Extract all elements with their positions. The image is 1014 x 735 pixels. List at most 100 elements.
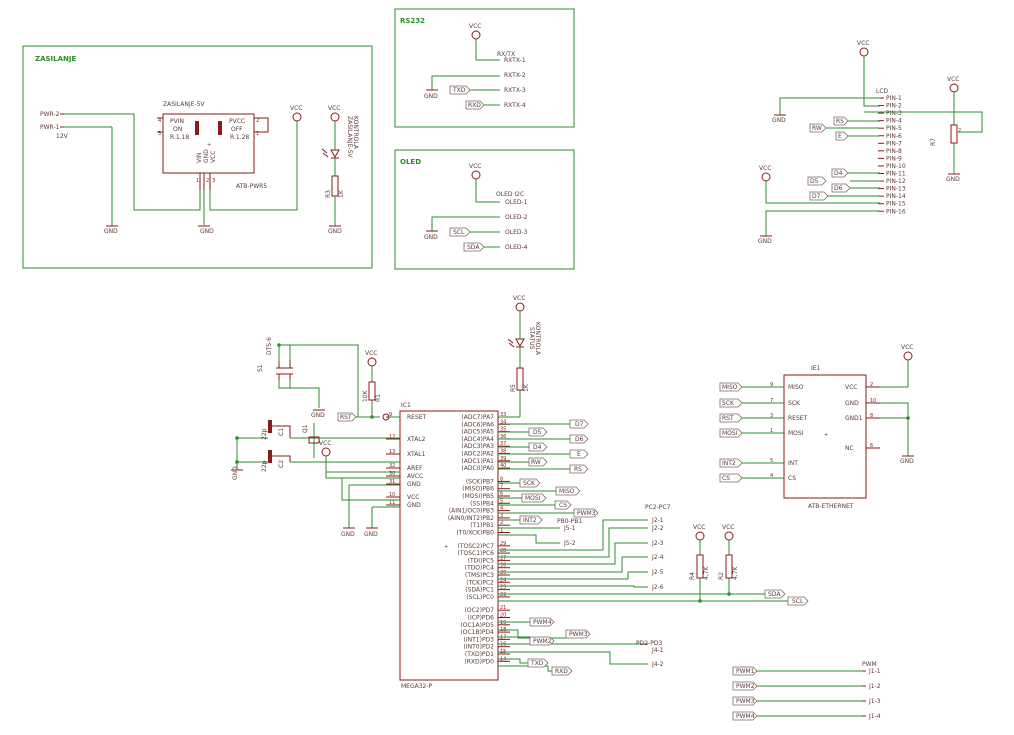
mcu-right-pin-number: 23 [500, 585, 506, 591]
mcu-left-pin-number: 32 [389, 463, 395, 469]
pd-group-label: PD2-PD3 [636, 640, 662, 647]
mcu-d4-flag: D4 [533, 444, 542, 451]
svg-text:GND: GND [946, 176, 960, 183]
lcd-pin-label: PIN-12 [886, 178, 906, 185]
mcu-right-pin-label: (MISO)PB6 [462, 486, 494, 493]
eth-net-flag-label: CS [722, 475, 730, 482]
mcu-right-pin-label: (OC1A)PD5 [460, 622, 494, 629]
c2-label: C2 [278, 460, 285, 468]
mcu-right-pin-label: (ADC3)PA3 [461, 443, 494, 450]
svg-text:GND: GND [232, 466, 239, 480]
mcu-left-pin-number: 13 [389, 449, 395, 455]
power-module [162, 113, 255, 174]
eth-left-pin-label: MISO [788, 384, 804, 391]
j2-1-label: J2-1 [651, 517, 664, 524]
svg-text:VCC: VCC [513, 295, 525, 302]
mcu-rxd-flag: RXD [555, 668, 568, 675]
eth-net-flag-label: MISO [722, 384, 738, 391]
mcu-rw-flag: RW [531, 459, 541, 466]
svg-text:VCC: VCC [857, 40, 869, 47]
eth-net-flag [719, 458, 743, 468]
power-frame [22, 45, 373, 269]
lcd-d6-flag: D6 [834, 185, 843, 192]
mcu-txd-flag: TXD [530, 660, 544, 667]
power-led-label: ZASILANJE-5V [346, 116, 353, 158]
status-led-label: STATUS [528, 327, 535, 350]
lcd-e-flag: E [838, 133, 842, 140]
rs232-rxd-flag: RXD [468, 102, 481, 109]
mcu-pwm2-flag: PWM2 [533, 638, 552, 645]
mcu-sda-flag: SDA [768, 591, 781, 598]
mcu-right-pin-label: (TDI)PC5 [468, 557, 495, 564]
svg-text:GND: GND [311, 412, 325, 419]
mcu-pwm4-flag: PWM4 [533, 619, 552, 626]
vcc-symbol: VCC [469, 163, 481, 180]
mcu-pwm3b-text: PWM3 [569, 631, 588, 638]
mcu-right-pin-number: 7 [500, 484, 503, 490]
mcu-right-pin-label: (AIN0/INT2)PB2 [448, 515, 494, 522]
mcu-left-pin-number: 10 [389, 492, 395, 498]
mcu-right-pins: 33(ADC7)PA734(ADC6)PA635(ADC5)PA536(ADC4… [448, 412, 510, 665]
mcu-right-pin-label: (MOSI)PB5 [462, 493, 494, 500]
lcd-pin-label: PIN-2 [886, 103, 902, 110]
power-module-name: ZASILANJE-5V [163, 101, 205, 108]
mcu-right-pin-label: (OC1B)PD4 [460, 629, 494, 636]
svg-text:VCC: VCC [722, 524, 734, 531]
pb-group-label: PB0-PB1 [557, 518, 582, 525]
svg-text:VCC: VCC [469, 23, 481, 30]
mcu-sck-flag: SCK [523, 480, 536, 487]
mcu-left-pin-number: 11 [389, 500, 395, 506]
lcd-pin-label: PIN-8 [886, 148, 902, 155]
eth-left-pin-number: 7 [770, 398, 773, 404]
r2-label: R2 [718, 572, 725, 580]
power-led-label2: KONTROLA [352, 116, 359, 150]
j5-1-label: J5-1 [563, 525, 576, 532]
mcu-right-pin-label: (ADC6)PA6 [461, 421, 494, 428]
power-title: ZASILANJE [35, 55, 76, 63]
pvcc-label: PVCC [229, 118, 245, 125]
eth-right-pin-label: GND1 [845, 415, 863, 422]
c1-label: C1 [278, 428, 285, 436]
module-gnd: GND [203, 149, 210, 163]
lcd-rw-flag: RW [812, 125, 822, 132]
rxtx-label: RX/TX [497, 51, 515, 58]
svg-text:VCC: VCC [947, 76, 959, 83]
pwm-net-label: PWM2 [736, 683, 755, 690]
svg-text:GND: GND [772, 117, 786, 124]
lcd-pin-label: PIN-7 [886, 140, 902, 147]
vcc-symbol: VCC [693, 524, 705, 541]
mcu-right-pin-number: 28 [500, 548, 506, 554]
mcu-right-pin-number: 35 [500, 427, 506, 433]
lcd-d7-flag: D7 [812, 193, 821, 200]
s1-label: S1 [257, 364, 264, 372]
mcu-right-pin-label: (ADC7)PA7 [461, 414, 494, 421]
mcu-right-pin-number: 2 [500, 520, 503, 526]
pwr2-label: PWR-2 [40, 111, 60, 118]
pwr1-label: PWR-1 [40, 124, 60, 131]
mcu-left-pin-label: XTAL2 [407, 436, 426, 443]
vcc-symbol: VCC [513, 295, 525, 312]
svg-text:2: 2 [958, 128, 961, 134]
lcd-section: LCD VCC VCC VCC PIN-1PIN-2PIN-3PIN-4PIN-… [758, 40, 983, 245]
eth-right-pin-number: 10 [870, 398, 876, 404]
oled-pin-3: OLED-3 [505, 229, 528, 236]
mcu-right-pin-label: (TOSC1)PC6 [457, 550, 494, 557]
r3-label: R3 [325, 190, 332, 198]
oled-section: OLED VCC OLED I2C GND OLED-1 OLED-2 OLED… [394, 149, 575, 270]
mcu-right-pin-label: (INT1)PD3 [464, 636, 495, 643]
mcu-right-pin-number: 8 [500, 476, 503, 482]
mcu-left-pin-number: 30 [389, 471, 395, 477]
mcu-left-pin-label: VCC [407, 494, 419, 501]
mcu-right-pin-label: (ADC2)PA2 [461, 451, 494, 458]
rs232-txd-flag: TXD [452, 87, 466, 94]
mcu-miso-flag: MISO [559, 488, 575, 495]
svg-text:+: + [824, 432, 828, 438]
mcu-right-pin-number: 39 [500, 456, 506, 462]
mcu-right-pin-number: 38 [500, 449, 506, 455]
mcu-d7-flag: D7 [575, 421, 584, 428]
mcu-left-pin-number: 31 [389, 479, 395, 485]
pwm-net-flag [732, 696, 758, 706]
